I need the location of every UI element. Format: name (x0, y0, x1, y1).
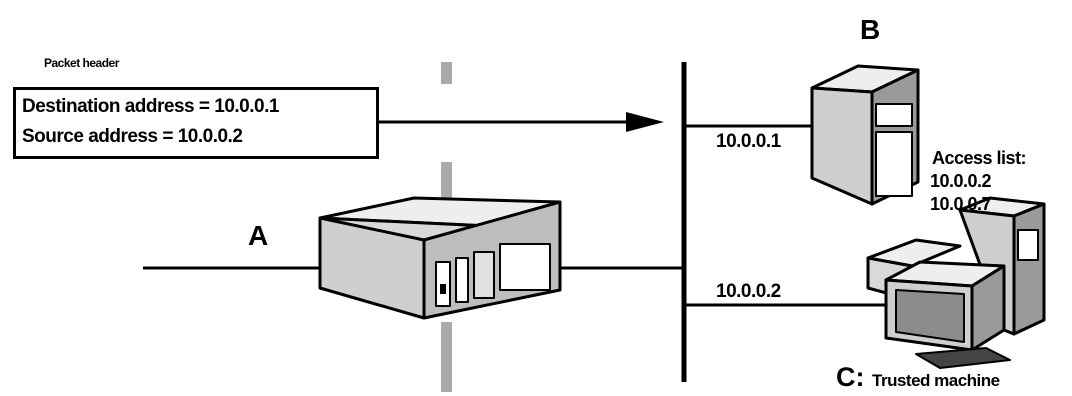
wall-segment (441, 62, 452, 84)
wall-segment (441, 162, 452, 216)
node-c-description: Trusted machine (872, 371, 1000, 390)
access-list-entry: 10.0.0.2 (930, 171, 992, 191)
workstation-icon (866, 196, 1046, 369)
destination-address: Destination address = 10.0.0.1 (22, 96, 279, 117)
node-b-label: B (860, 14, 881, 45)
packet-box: Destination address = 10.0.0.1 Source ad… (13, 87, 379, 159)
firewall-wall (441, 62, 452, 392)
node-c-letter: C: (836, 362, 865, 392)
node-a-label: A (248, 220, 269, 251)
packet-header-caption: Packet header (44, 56, 119, 70)
router-icon (318, 196, 562, 320)
access-list-title: Access list: (932, 148, 1027, 168)
source-address: Source address = 10.0.0.2 (22, 126, 243, 147)
server-icon (810, 64, 920, 206)
packet-arrow (379, 112, 664, 132)
access-list: Access list: 10.0.0.2 10.0.0.7 (930, 147, 1027, 216)
machine-ip-address: 10.0.0.2 (716, 281, 781, 302)
node-c-label: C: Trusted machine (836, 362, 1000, 393)
wall-segment (441, 322, 452, 392)
access-list-entry: 10.0.0.7 (930, 194, 992, 214)
server-ip-address: 10.0.0.1 (716, 131, 781, 152)
